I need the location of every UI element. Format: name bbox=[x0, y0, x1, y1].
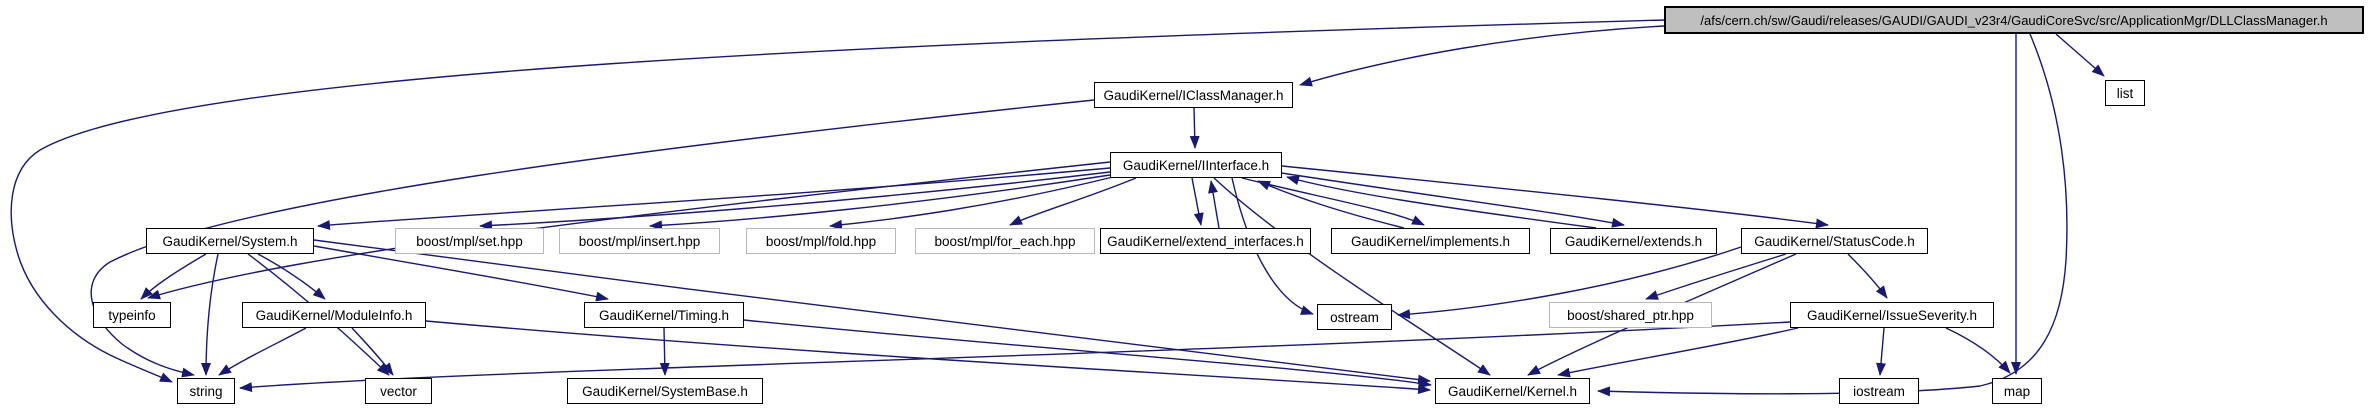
node-mpl-insert: boost/mpl/insert.hpp bbox=[559, 228, 720, 254]
edge-root-to-kernel bbox=[1597, 33, 2068, 397]
node-iclassmanager[interactable]: GaudiKernel/IClassManager.h bbox=[1094, 82, 1293, 108]
node-system[interactable]: GaudiKernel/System.h bbox=[146, 228, 314, 254]
node-extends[interactable]: GaudiKernel/extends.h bbox=[1550, 228, 1717, 254]
edge-system-to-string bbox=[201, 253, 219, 376]
node-typeinfo: typeinfo bbox=[93, 302, 171, 328]
node-iinterface[interactable]: GaudiKernel/IInterface.h bbox=[1110, 152, 1282, 178]
edge-iinterface-to-system bbox=[317, 167, 1111, 230]
edge-statuscode-to-shared-ptr bbox=[1645, 253, 1787, 300]
edge-iinterface-to-extend-interfaces bbox=[1191, 177, 1204, 226]
edge-iinterface-to-mpl-set bbox=[479, 171, 1111, 231]
edge-system-to-moduleinfo bbox=[257, 253, 326, 300]
edge-system-to-typeinfo bbox=[140, 253, 207, 300]
node-systembase[interactable]: GaudiKernel/SystemBase.h bbox=[567, 378, 763, 404]
edge-issueseverity-to-kernel bbox=[1557, 327, 1799, 378]
node-map: map bbox=[1992, 378, 2042, 404]
edge-timing-to-kernel bbox=[743, 319, 1432, 389]
edge-system-to-timing bbox=[313, 245, 609, 302]
edge-moduleinfo-to-vector bbox=[351, 327, 394, 376]
node-iostream: iostream bbox=[1839, 378, 1919, 404]
node-mpl-foreach: boost/mpl/for_each.hpp bbox=[915, 228, 1095, 254]
edge-root-to-list bbox=[2055, 33, 2105, 77]
edge-timing-to-systembase bbox=[659, 327, 670, 376]
node-timing[interactable]: GaudiKernel/Timing.h bbox=[584, 302, 744, 328]
node-moduleinfo[interactable]: GaudiKernel/ModuleInfo.h bbox=[242, 302, 426, 328]
edge-root-to-iclassmanager bbox=[1299, 25, 1665, 87]
edge-issueseverity-to-map bbox=[1945, 327, 2011, 374]
node-list: list bbox=[2105, 80, 2145, 106]
edge-root-to-string bbox=[10, 19, 1665, 383]
node-vector: vector bbox=[365, 378, 432, 404]
edge-iinterface-to-mpl-insert bbox=[649, 174, 1111, 231]
edge-iinterface-to-mpl-fold bbox=[829, 176, 1114, 230]
edge-system-to-kernel bbox=[313, 239, 1431, 385]
node-implements[interactable]: GaudiKernel/implements.h bbox=[1331, 228, 1530, 254]
node-root: /afs/cern.ch/sw/Gaudi/releases/GAUDI/GAU… bbox=[1664, 6, 2364, 34]
node-mpl-fold: boost/mpl/fold.hpp bbox=[746, 228, 896, 254]
node-ostream: ostream bbox=[1317, 304, 1392, 330]
edge-issueseverity-to-iostream bbox=[1876, 327, 1886, 376]
node-mpl-set: boost/mpl/set.hpp bbox=[395, 228, 544, 254]
edge-extend-interfaces-to-iinterface bbox=[1208, 180, 1220, 229]
node-statuscode[interactable]: GaudiKernel/StatusCode.h bbox=[1741, 228, 1928, 254]
edge-iinterface-to-kernel bbox=[1213, 177, 1491, 376]
edge-extends-to-iinterface bbox=[1286, 175, 1597, 229]
edge-implements-to-iinterface bbox=[1257, 180, 1405, 229]
node-kernel[interactable]: GaudiKernel/Kernel.h bbox=[1435, 378, 1590, 404]
edge-iinterface-to-statuscode bbox=[1281, 165, 1829, 229]
edge-moduleinfo-to-kernel bbox=[425, 320, 1431, 395]
edge-statuscode-to-ostream bbox=[1397, 246, 1742, 320]
node-string: string bbox=[177, 378, 235, 404]
edge-statuscode-to-issueseverity bbox=[1847, 253, 1888, 299]
edge-iinterface-to-ostream bbox=[1231, 177, 1314, 315]
edge-iinterface-to-mpl-foreach bbox=[1009, 177, 1137, 226]
edge-moduleinfo-to-string bbox=[218, 327, 307, 376]
edge-iinterface-to-extends bbox=[1274, 171, 1625, 228]
edge-iclassmanager-to-iinterface bbox=[1189, 107, 1200, 149]
node-shared-ptr: boost/shared_ptr.hpp bbox=[1549, 302, 1712, 328]
node-issueseverity[interactable]: GaudiKernel/IssueSeverity.h bbox=[1790, 302, 1994, 328]
node-extend-interfaces[interactable]: GaudiKernel/extend_interfaces.h bbox=[1100, 228, 1311, 254]
